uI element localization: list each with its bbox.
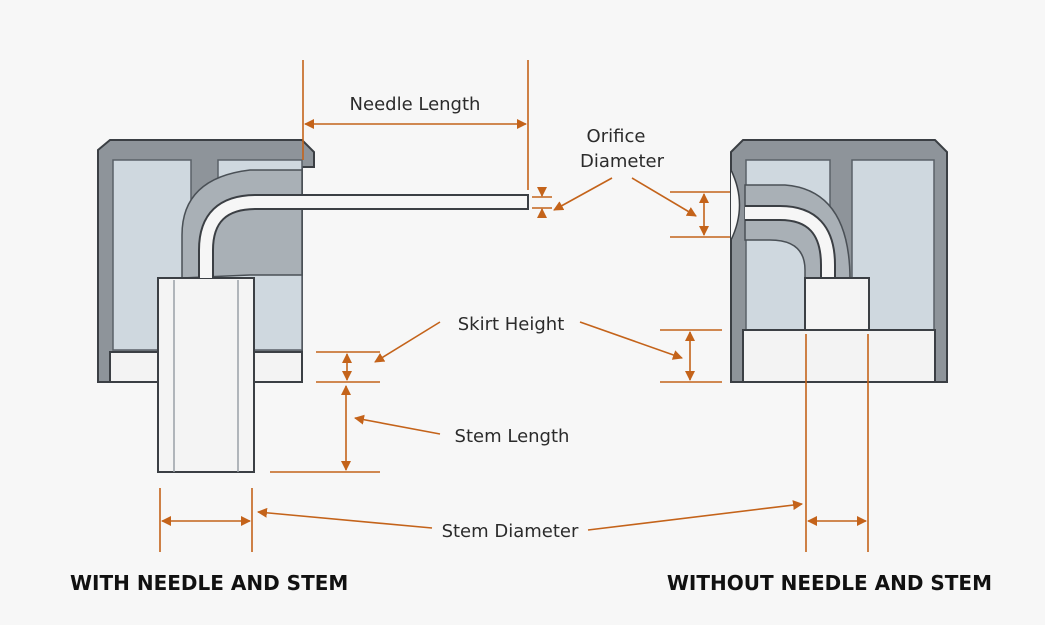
- caption-without-needle: WITHOUT NEEDLE AND STEM: [667, 571, 992, 595]
- stem-length-label: Stem Length: [455, 426, 570, 447]
- dimension-lines: [159, 60, 869, 552]
- needle-length-label: Needle Length: [350, 94, 481, 115]
- left-nozzle: [97, 139, 529, 473]
- orifice-label-line2: Diameter: [580, 151, 665, 172]
- stem-diameter-label: Stem Diameter: [442, 521, 579, 542]
- right-nozzle: [730, 139, 948, 383]
- caption-with-needle: WITH NEEDLE AND STEM: [70, 571, 348, 595]
- skirt-height-label: Skirt Height: [458, 314, 565, 335]
- orifice-label-line1: Orifice: [587, 126, 646, 147]
